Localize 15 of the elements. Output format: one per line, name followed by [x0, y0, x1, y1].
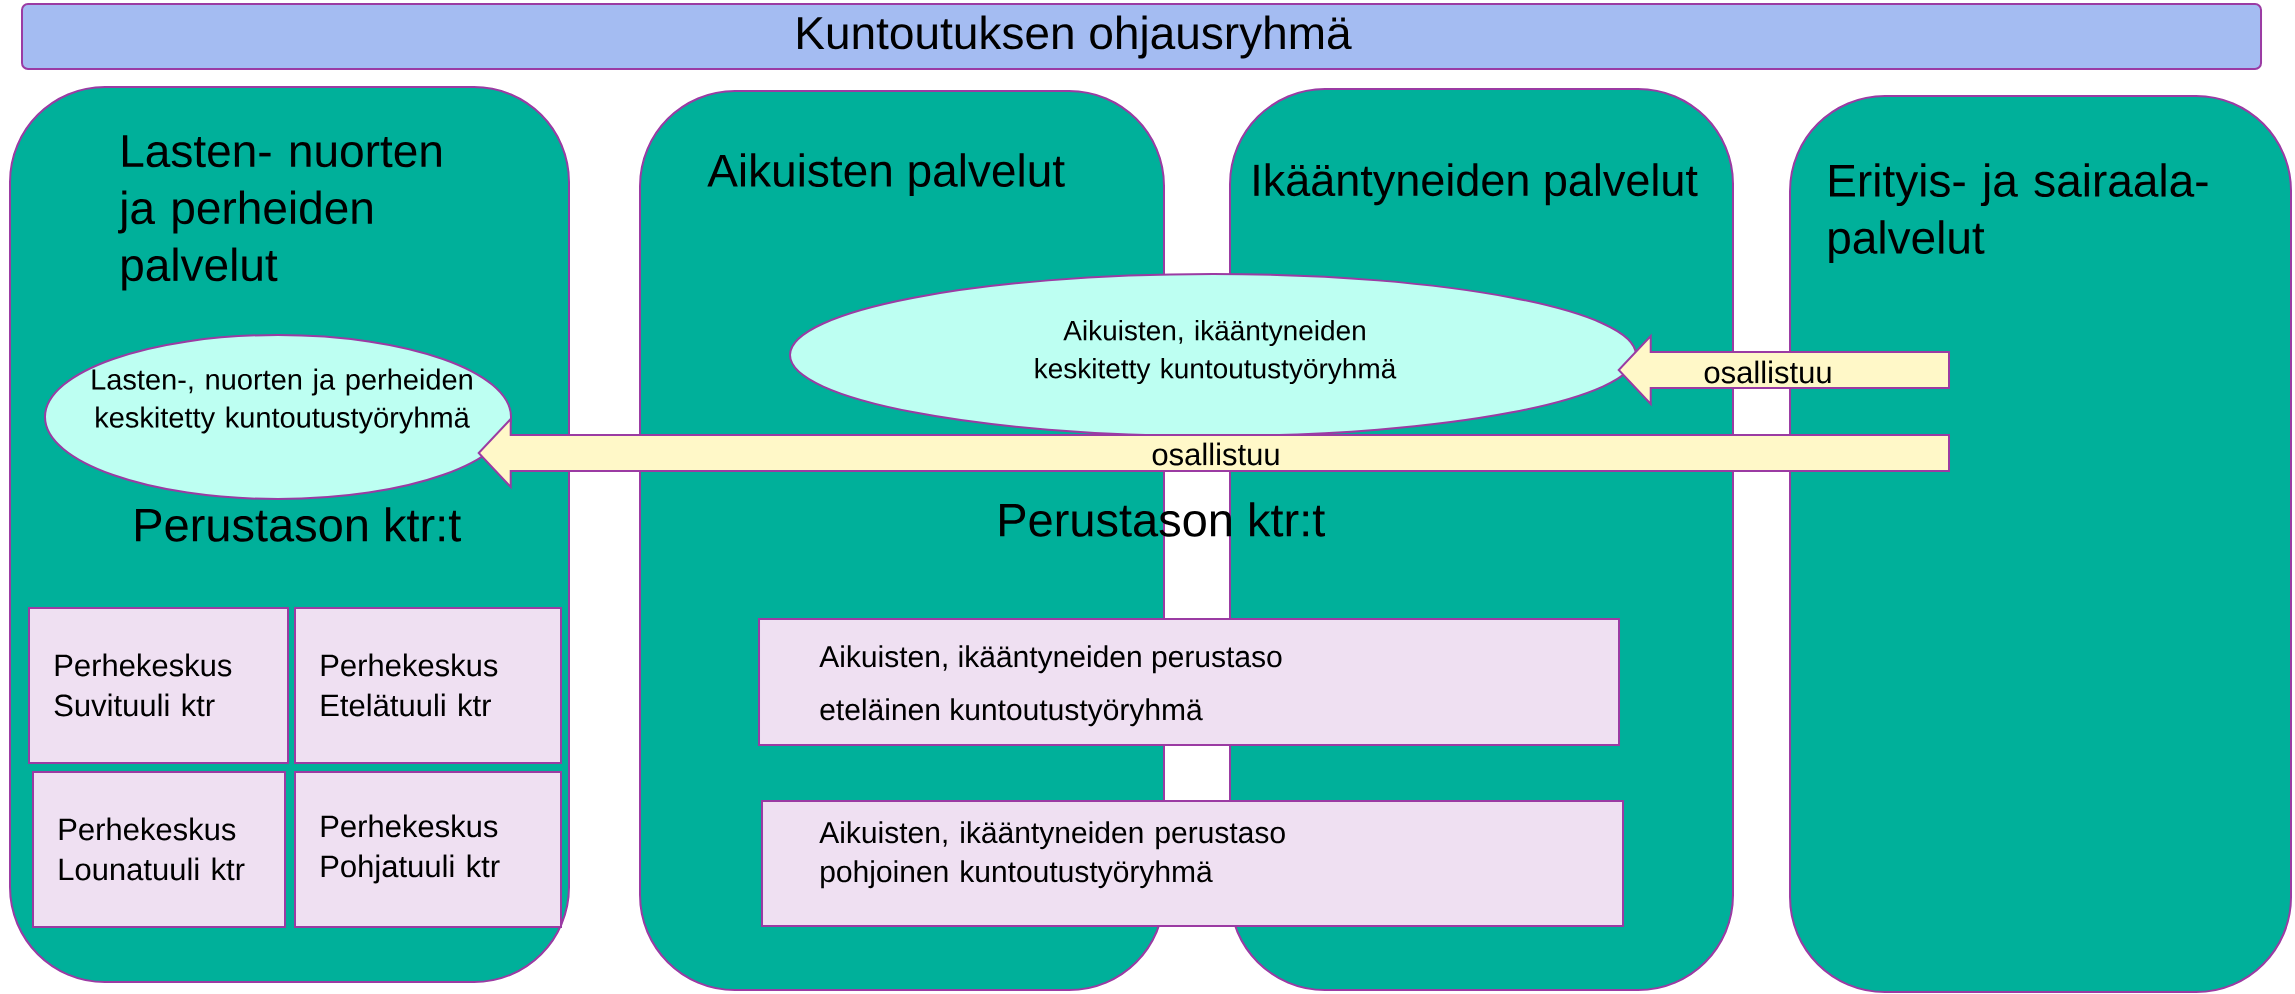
edge-label: osallistuu	[1151, 442, 1281, 466]
team-box: Perhekeskus Suvituuli ktr	[28, 607, 289, 764]
column-heading: Lasten- nuorten ja perheiden palvelut	[118, 135, 441, 291]
column-heading: Ikääntyneiden palvelut	[1254, 163, 1698, 206]
team-box: Perhekeskus Etelätuuli ktr	[294, 607, 562, 764]
column-heading: Erityis- ja sairaala- palvelut	[1829, 163, 2208, 264]
team-box: Aikuisten, ikääntyneiden perustaso pohjoinen kuntoutustyöryhmä	[761, 800, 1624, 927]
title-bar: Kuntoutuksen ohjausryhmä	[21, 3, 2262, 70]
subheading: Perustason ktr:t	[136, 507, 461, 542]
team-box: Aikuisten, ikääntyneiden perustaso eteläinen kuntoutustyöryhmä	[758, 618, 1620, 746]
team-box: Perhekeskus Lounatuuli ktr	[32, 771, 286, 928]
edge-label: osallistuu	[1703, 360, 1833, 384]
block-arrow	[477, 416, 1950, 490]
column-heading: Aikuisten palvelut	[707, 153, 1065, 197]
team-box: Perhekeskus Pohjatuuli ktr	[294, 771, 562, 928]
